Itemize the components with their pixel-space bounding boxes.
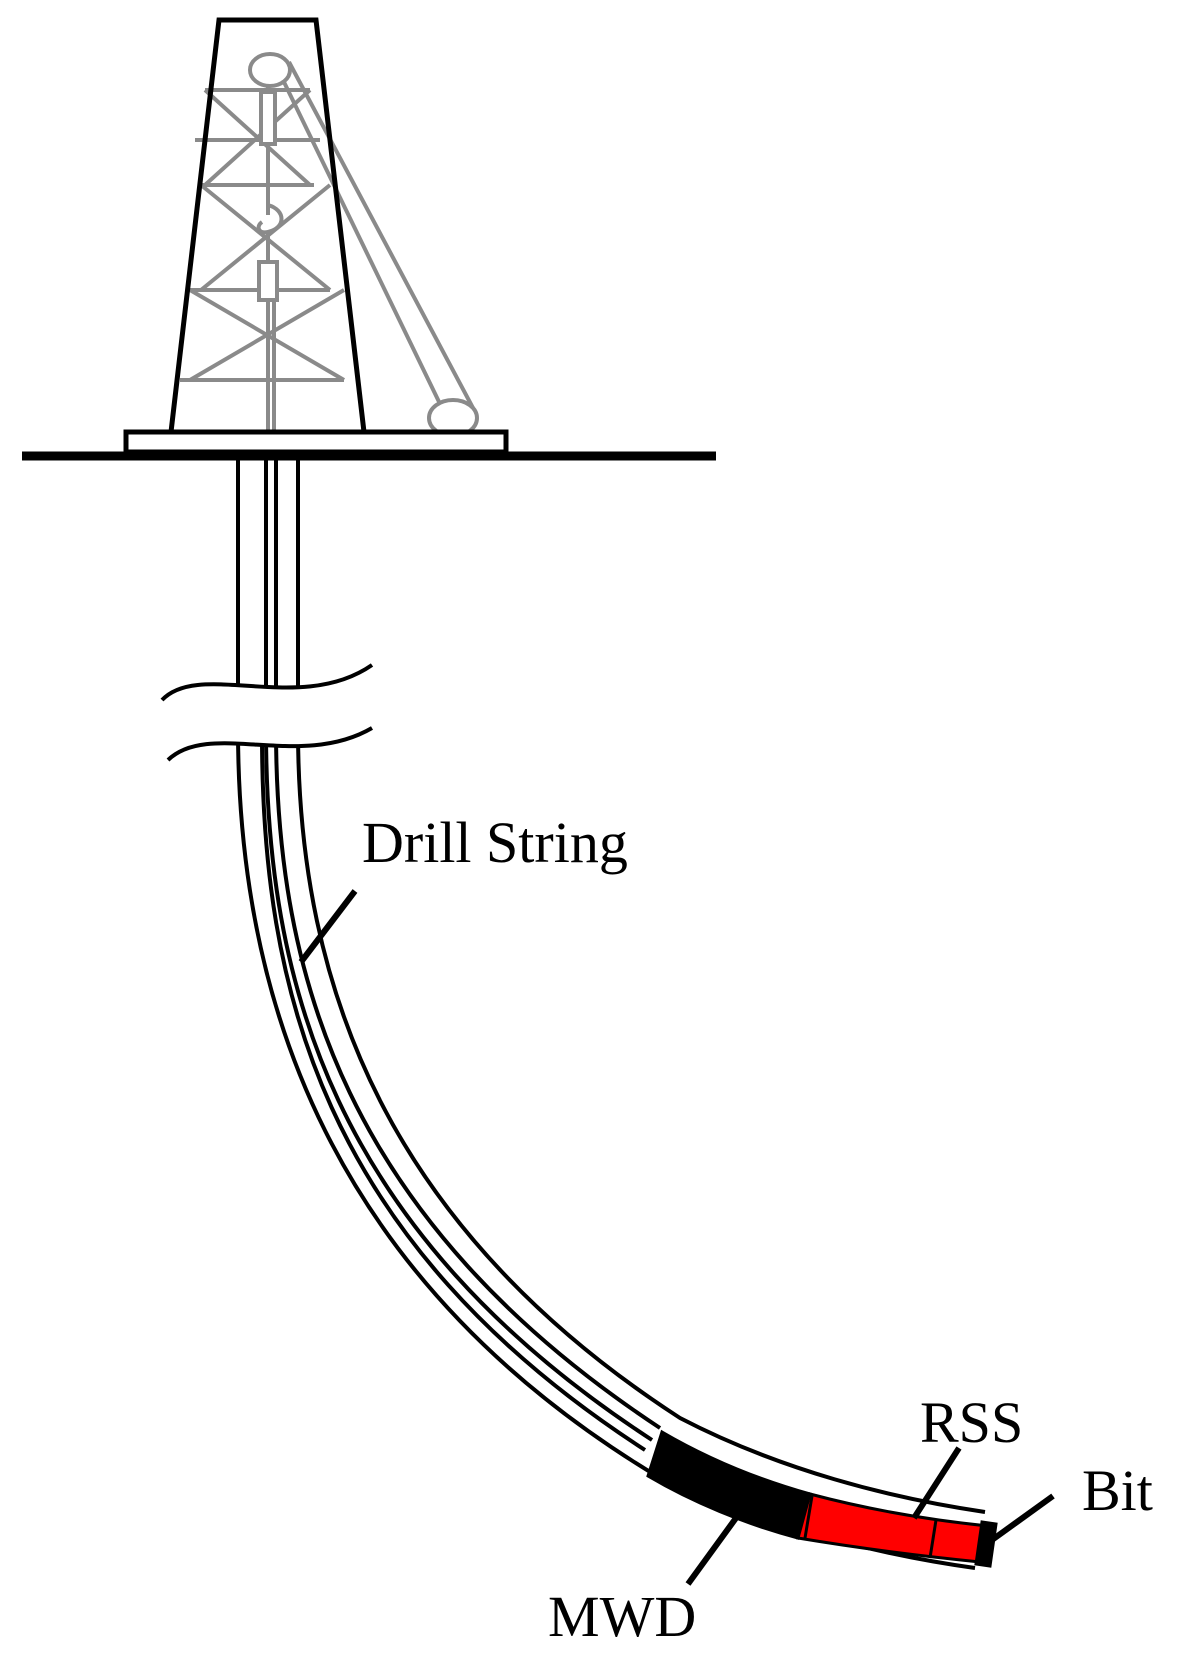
drill-string-mid-lower <box>260 734 647 1452</box>
wellbore <box>236 460 986 1570</box>
drilling-line-2 <box>281 79 444 409</box>
drill-string-right-lower <box>274 729 662 1430</box>
bit-leader <box>990 1493 1055 1543</box>
derrick-frame <box>168 17 367 433</box>
drill-string-leader <box>298 889 358 964</box>
label-mwd: MWD <box>548 1584 696 1649</box>
bit <box>974 1520 998 1568</box>
break-fill <box>165 670 365 760</box>
mwd-leader <box>685 1516 739 1586</box>
mwd-tool <box>646 1429 812 1540</box>
hook-icon <box>256 203 284 235</box>
label-rss: RSS <box>920 1390 1023 1455</box>
break-symbol <box>160 663 374 762</box>
label-bit: Bit <box>1082 1458 1153 1523</box>
wellbore-wall-right-lower <box>296 729 986 1514</box>
joint-line-2 <box>803 1495 814 1539</box>
rss-leader <box>911 1446 962 1520</box>
joint-line-3 <box>928 1519 938 1559</box>
drill-string-left-lower <box>264 729 654 1442</box>
break-line-lower <box>166 726 374 762</box>
joint-line-1 <box>678 1451 692 1489</box>
rig-floor <box>22 429 716 461</box>
drilling-line <box>287 61 475 409</box>
bha <box>646 1429 998 1568</box>
swivel <box>257 260 279 302</box>
break-line-upper <box>160 663 374 702</box>
rss-tool <box>796 1492 990 1564</box>
crown-sheave <box>248 52 292 88</box>
rig-floor-platform <box>123 429 509 455</box>
traveling-block <box>259 90 277 146</box>
derrick-frame-outline <box>168 17 367 433</box>
label-drill-string: Drill String <box>362 810 628 875</box>
leader-lines <box>298 889 1055 1586</box>
derrick <box>180 52 479 438</box>
